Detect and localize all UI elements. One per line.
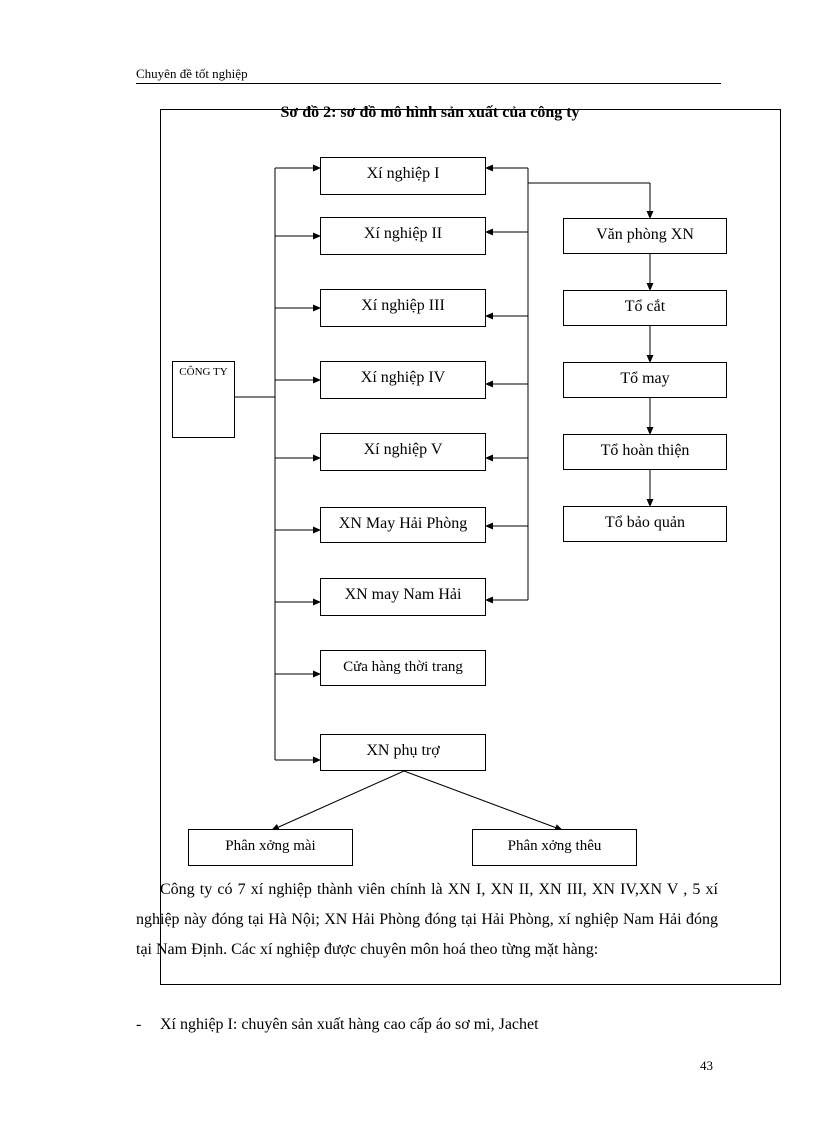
unit-box-xn-nam-hai: XN may Nam Hải [320,578,486,616]
unit-box-xn1: Xí nghiệp I [320,157,486,195]
unit-box-fashion-store: Cửa hàng thời trang [320,650,486,686]
process-box-finishing: Tổ hoàn thiện [563,434,727,470]
page-number: 43 [700,1058,713,1073]
process-box-sewing: Tổ may [563,362,727,398]
workshop-box-grinding: Phân xởng mài [188,829,353,866]
process-box-office: Văn phòng XN [563,218,727,254]
company-box: CÔNG TY [172,361,235,438]
bullet-marker: - [136,1016,142,1033]
diagram-frame [160,109,781,985]
workshop-box-embroidery: Phân xởng thêu [472,829,637,866]
unit-box-xn5: Xí nghiệp V [320,433,486,471]
header-rule [136,83,721,84]
process-box-storage: Tổ bảo quản [563,506,727,542]
diagram-title: Sơ đồ 2: sơ đồ mô hình sản xuất của công… [280,104,580,121]
process-box-cutting: Tổ cắt [563,290,727,326]
body-paragraph: Công ty có 7 xí nghiệp thành viên chính … [136,875,718,965]
unit-box-xn-hai-phong: XN May Hải Phòng [320,507,486,543]
unit-box-xn4: Xí nghiệp IV [320,361,486,399]
bullet-text: Xí nghiệp I: chuyên sản xuất hàng cao cấ… [160,1016,539,1033]
unit-box-xn-phu-tro: XN phụ trợ [320,734,486,771]
paragraph-text: Công ty có 7 xí nghiệp thành viên chính … [136,881,718,958]
bullet-item: - Xí nghiệp I: chuyên sản xuất hàng cao c… [136,1016,718,1034]
unit-box-xn3: Xí nghiệp III [320,289,486,327]
running-header: Chuyên đề tốt nghiệp [136,66,248,81]
unit-box-xn2: Xí nghiệp II [320,217,486,255]
